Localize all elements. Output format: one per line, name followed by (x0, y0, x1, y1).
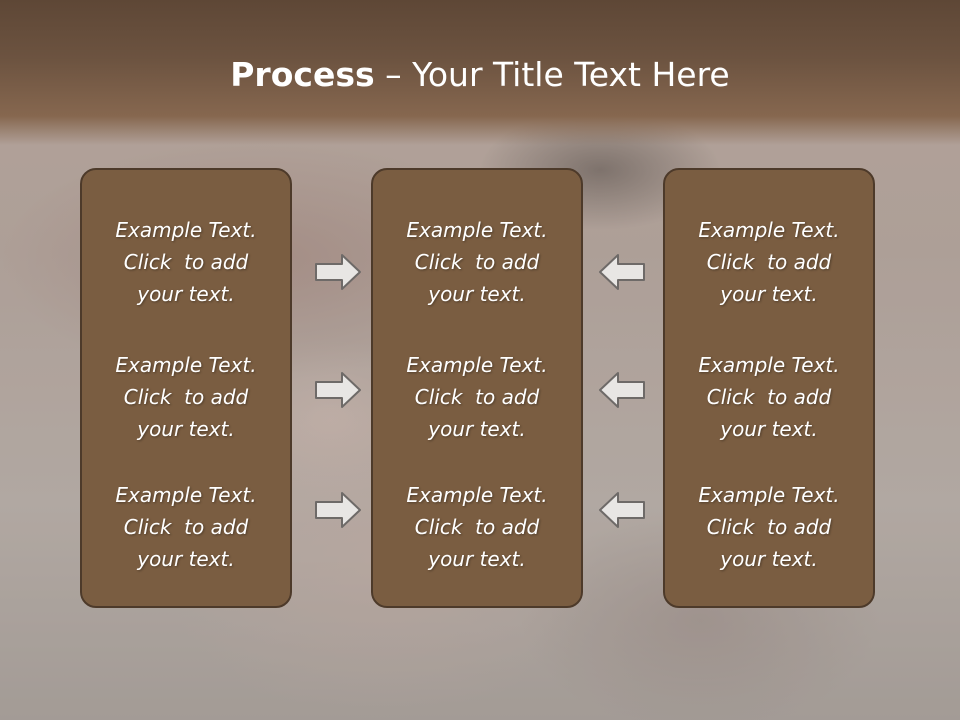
text-line: Example Text. (115, 218, 257, 242)
text-block-right-3[interactable]: Example Text. Click to add your text. (665, 479, 873, 575)
process-box-right[interactable]: Example Text. Click to add your text. Ex… (663, 168, 875, 608)
text-block-left-2[interactable]: Example Text. Click to add your text. (82, 349, 290, 445)
text-block-right-1[interactable]: Example Text. Click to add your text. (665, 214, 873, 310)
text-line: Click to add (414, 250, 540, 274)
text-line: Click to add (123, 385, 249, 409)
text-line: your text. (720, 417, 818, 441)
text-line: Click to add (123, 515, 249, 539)
text-line: Example Text. (406, 353, 548, 377)
title-rest: Your Title Text Here (412, 55, 730, 94)
text-line: Click to add (414, 515, 540, 539)
text-line: your text. (137, 417, 235, 441)
text-line: Click to add (706, 250, 832, 274)
left-arrow-icon (599, 492, 645, 528)
text-line: Example Text. (698, 483, 840, 507)
text-block-center-3[interactable]: Example Text. Click to add your text. (373, 479, 581, 575)
process-box-center[interactable]: Example Text. Click to add your text. Ex… (371, 168, 583, 608)
text-line: Click to add (706, 385, 832, 409)
text-block-center-1[interactable]: Example Text. Click to add your text. (373, 214, 581, 310)
left-arrow-icon (599, 254, 645, 290)
text-line: your text. (137, 282, 235, 306)
text-line: your text. (428, 547, 526, 571)
text-line: your text. (137, 547, 235, 571)
text-line: your text. (720, 282, 818, 306)
process-box-left[interactable]: Example Text. Click to add your text. Ex… (80, 168, 292, 608)
text-line: Example Text. (698, 218, 840, 242)
text-line: Example Text. (406, 218, 548, 242)
text-block-center-2[interactable]: Example Text. Click to add your text. (373, 349, 581, 445)
right-arrow-icon (315, 254, 361, 290)
title-separator: – (374, 55, 413, 94)
text-line: Example Text. (698, 353, 840, 377)
text-block-right-2[interactable]: Example Text. Click to add your text. (665, 349, 873, 445)
text-block-left-3[interactable]: Example Text. Click to add your text. (82, 479, 290, 575)
text-line: Example Text. (115, 483, 257, 507)
text-line: Example Text. (406, 483, 548, 507)
slide-title[interactable]: Process – Your Title Text Here (0, 50, 960, 100)
text-line: your text. (720, 547, 818, 571)
text-line: Click to add (123, 250, 249, 274)
title-bold: Process (230, 55, 375, 94)
text-line: Click to add (414, 385, 540, 409)
text-line: your text. (428, 417, 526, 441)
title-bar (0, 0, 960, 145)
text-line: your text. (428, 282, 526, 306)
left-arrow-icon (599, 372, 645, 408)
text-block-left-1[interactable]: Example Text. Click to add your text. (82, 214, 290, 310)
right-arrow-icon (315, 492, 361, 528)
text-line: Click to add (706, 515, 832, 539)
text-line: Example Text. (115, 353, 257, 377)
right-arrow-icon (315, 372, 361, 408)
